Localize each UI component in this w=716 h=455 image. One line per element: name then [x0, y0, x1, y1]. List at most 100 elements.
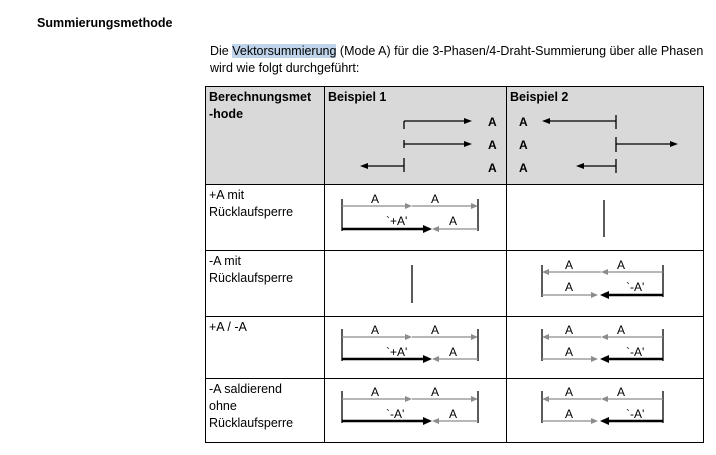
r2e2-label-a1: A [565, 258, 573, 272]
r1e1-grey-arrow2-head [471, 203, 478, 209]
row3-example1-diagram: A A `+A' A [341, 323, 479, 363]
table-row: +A / -A A A `+A' A [205, 316, 704, 379]
header-method-line2: -hode [209, 107, 244, 121]
header-example1: Beispiel 1 A A A [324, 86, 507, 185]
row4-example1-diagram: A A `-A' A [341, 385, 479, 425]
row1-example1: A A `+A' A [324, 184, 507, 251]
r2e2-label-minus-a: `-A' [626, 280, 644, 294]
intro-text-after: (Mode A) für die 3-Phasen/4-Draht-Summie… [210, 44, 704, 75]
r4e1-label-minus-a: `-A' [386, 407, 404, 421]
ex1-line1-arrowhead [464, 118, 472, 124]
header-example1-label: Beispiel 1 [328, 90, 387, 104]
r4e1-grey-back-head [432, 418, 439, 424]
r3e2-label-a3: A [565, 345, 573, 359]
header-example1-diagram: A A A [360, 115, 497, 175]
r3e2-black-arrow-head [600, 355, 609, 363]
row2-label-line2: Rücklaufsperre [209, 271, 294, 285]
row4-example2: A A A `-A' [506, 378, 704, 443]
r4e2-label-minus-a: `-A' [626, 407, 644, 421]
r3e2-grey-arrow1-head [542, 334, 549, 340]
row4-label-line2: ohne [209, 399, 237, 413]
row2-example1-diagram [411, 265, 413, 303]
row4-label-line3: Rücklaufsperre [209, 416, 294, 430]
ex1-line2-label: A [488, 138, 497, 152]
r4e1-label-a1: A [371, 385, 379, 399]
intro-highlight: Vektorsummierung [232, 44, 337, 58]
row1-example2-diagram [603, 200, 605, 237]
r4e1-black-arrow-head [423, 417, 432, 425]
r4e1-label-a2: A [431, 385, 439, 399]
summation-table: Berechnungsmet -hode Beispiel 1 A A A Bei… [205, 86, 704, 443]
r4e1-grey-arrow2-head [471, 396, 478, 402]
ex2-line2-arrowhead [670, 141, 678, 147]
header-method-line1: Berechnungsmet [209, 90, 312, 104]
row4-example2-diagram: A A A `-A' [541, 385, 664, 425]
r2e2-black-arrow-head [600, 291, 609, 299]
r2e2-grey-arrow2-head [601, 269, 608, 275]
ex1-line3-arrowhead [360, 163, 368, 169]
row2-example2-diagram: A A A `-A' [541, 258, 664, 299]
r4e2-grey-arrow2-head [601, 396, 608, 402]
r4e1-label-a3: A [449, 407, 457, 421]
ex2-line1-label: A [519, 115, 528, 129]
row4-label-line1: -A saldierend [209, 382, 282, 396]
row1-example2 [506, 184, 704, 251]
r1e1-label-a2: A [431, 192, 439, 206]
row3-example2-diagram: A A A `-A' [541, 323, 664, 363]
row3-example1: A A `+A' A [324, 316, 507, 379]
r4e2-black-arrow-head [600, 417, 609, 425]
r3e2-grey-fwd-head [591, 356, 598, 362]
ex2-line2-label: A [519, 138, 528, 152]
ex1-line1-label: A [488, 115, 497, 129]
r3e2-grey-arrow2-head [601, 334, 608, 340]
r1e1-grey-back-head [432, 226, 439, 232]
r2e2-label-a3: A [565, 280, 573, 294]
r3e1-label-a2: A [431, 323, 439, 337]
row2-example2: A A A `-A' [506, 250, 704, 317]
row3-label-line1: +A / -A [209, 320, 247, 334]
r4e2-grey-fwd-head [591, 418, 598, 424]
row1-label-line1: +A mit [209, 188, 245, 202]
r3e1-grey-back-head [432, 356, 439, 362]
r4e2-label-a1: A [565, 385, 573, 399]
row3-method-label: +A / -A [205, 316, 325, 379]
row2-label-line1: -A mit [209, 254, 241, 268]
intro-text-before: Die [210, 44, 233, 58]
row2-example1 [324, 250, 507, 317]
r4e1-grey-arrow1-head [405, 396, 412, 402]
ex2-line1-arrowhead [542, 118, 550, 124]
ex2-line3-arrowhead [576, 163, 584, 169]
header-method: Berechnungsmet -hode [205, 86, 325, 185]
r3e2-label-minus-a: `-A' [626, 345, 644, 359]
r3e2-label-a2: A [617, 323, 625, 337]
r1e1-grey-arrow1-head [405, 203, 412, 209]
r3e1-grey-arrow1-head [405, 334, 412, 340]
r2e2-grey-fwd-head [591, 292, 598, 298]
section-heading: Summierungsmethode [37, 16, 173, 30]
row3-example2: A A A `-A' [506, 316, 704, 379]
r2e2-grey-arrow1-head [542, 269, 549, 275]
r3e2-label-a1: A [565, 323, 573, 337]
row4-example1: A A `-A' A [324, 378, 507, 443]
r4e2-label-a3: A [565, 407, 573, 421]
ex1-line2-arrowhead [464, 141, 472, 147]
row1-label-line2: Rücklaufsperre [209, 205, 294, 219]
table-header-row: Berechnungsmet -hode Beispiel 1 A A A Bei… [205, 86, 704, 185]
ex2-line3-label: A [519, 161, 528, 175]
r1e1-label-a1: A [371, 192, 379, 206]
r4e2-label-a2: A [617, 385, 625, 399]
r1e1-label-a3: A [449, 214, 457, 228]
r3e1-label-a1: A [371, 323, 379, 337]
ex1-line3-label: A [488, 161, 497, 175]
header-example2: Beispiel 2 A A A [506, 86, 704, 185]
r3e1-label-a3: A [449, 345, 457, 359]
r2e2-label-a2: A [617, 258, 625, 272]
r1e1-black-arrow-head [423, 225, 432, 233]
header-example2-diagram: A A A [519, 115, 678, 175]
